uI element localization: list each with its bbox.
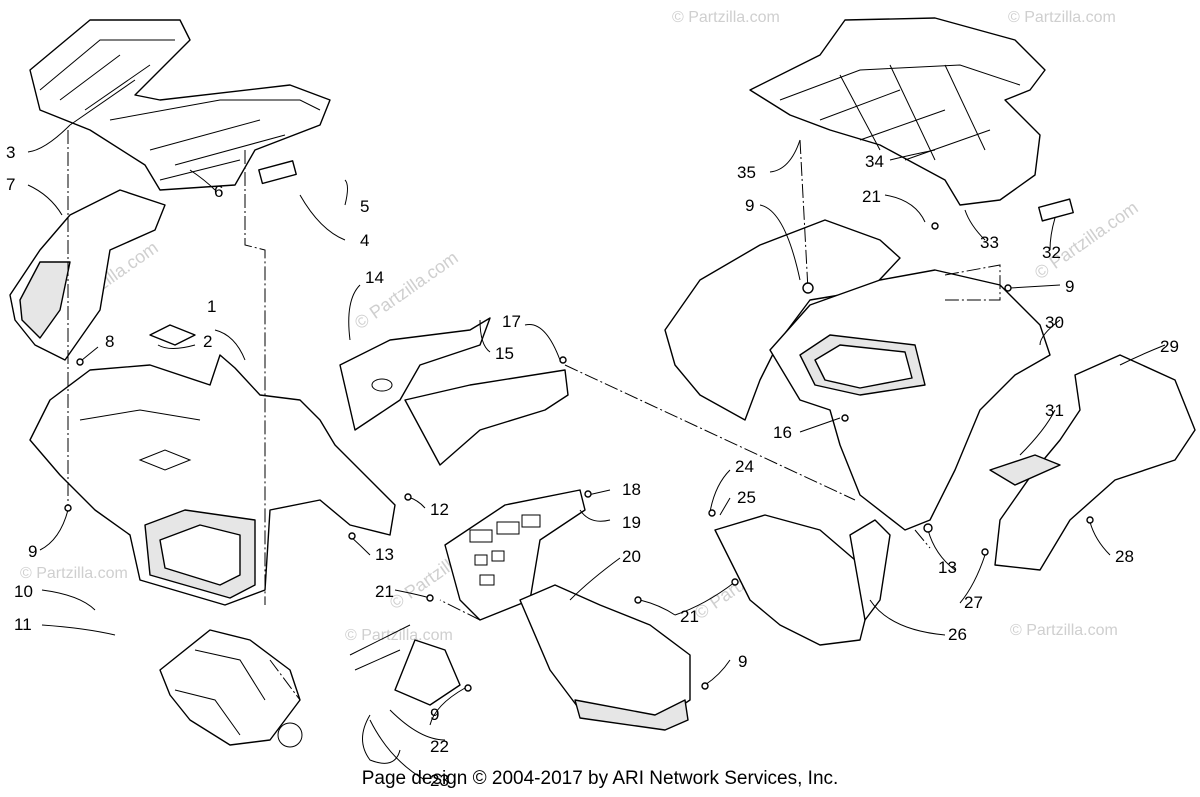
copyright-footer: Page design © 2004-2017 by ARI Network S… xyxy=(361,768,839,789)
callout-21: 21 xyxy=(680,607,699,626)
fasteners xyxy=(64,222,1094,692)
rear-lower-panel xyxy=(714,514,891,646)
callout-33: 33 xyxy=(980,233,999,252)
callout-10: 10 xyxy=(14,582,33,601)
lower-panel xyxy=(519,584,691,731)
callout-24: 24 xyxy=(735,457,754,476)
callout-12: 12 xyxy=(430,500,449,519)
dash-panel xyxy=(444,489,586,621)
callout-13: 13 xyxy=(938,558,957,577)
callout-labels: 3 7 6 5 4 1 2 8 9 10 11 12 13 14 15 17 1… xyxy=(6,143,1179,790)
callout-23: 23 xyxy=(430,771,449,790)
callout-14: 14 xyxy=(365,268,384,287)
callout-9: 9 xyxy=(745,196,754,215)
callout-13: 13 xyxy=(375,545,394,564)
callout-31: 31 xyxy=(1045,401,1064,420)
front-body-panel xyxy=(29,324,396,606)
callout-5: 5 xyxy=(360,197,369,216)
watermark: © Partzilla.com xyxy=(1008,9,1116,26)
callout-18: 18 xyxy=(622,480,641,499)
callout-20: 20 xyxy=(622,547,641,566)
rear-body-panel xyxy=(769,269,1051,531)
callout-30: 30 xyxy=(1045,313,1064,332)
side-panel-15 xyxy=(339,317,569,466)
callout-16: 16 xyxy=(773,423,792,442)
watermark: © Partzilla.com xyxy=(351,247,462,333)
callout-28: 28 xyxy=(1115,547,1134,566)
leader-lines xyxy=(27,124,1166,781)
front-bracket xyxy=(159,629,303,748)
assembly-lines xyxy=(67,130,1001,701)
front-rack xyxy=(29,19,331,191)
callout-9: 9 xyxy=(430,705,439,724)
front-fender-left xyxy=(9,189,166,361)
callout-3: 3 xyxy=(6,143,15,162)
callout-8: 8 xyxy=(105,332,114,351)
callout-4: 4 xyxy=(360,231,369,250)
callout-21: 21 xyxy=(375,582,394,601)
callout-34: 34 xyxy=(865,152,884,171)
callout-21: 21 xyxy=(862,187,881,206)
callout-29: 29 xyxy=(1160,337,1179,356)
watermark: © Partzilla.com xyxy=(345,627,453,644)
callout-2: 2 xyxy=(203,332,212,351)
callout-32: 32 xyxy=(1042,243,1061,262)
callout-19: 19 xyxy=(622,513,641,532)
callout-15: 15 xyxy=(495,344,514,363)
callout-17: 17 xyxy=(502,312,521,331)
callout-6: 6 xyxy=(214,182,223,201)
watermark: © Partzilla.com xyxy=(1010,622,1118,639)
rear-rack xyxy=(749,17,1074,222)
callout-9: 9 xyxy=(28,542,37,561)
callout-35: 35 xyxy=(737,163,756,182)
callout-7: 7 xyxy=(6,175,15,194)
callout-26: 26 xyxy=(948,625,967,644)
callout-9: 9 xyxy=(1065,277,1074,296)
callout-22: 22 xyxy=(430,737,449,756)
watermark: © Partzilla.com xyxy=(672,9,780,26)
callout-1: 1 xyxy=(207,297,216,316)
rear-fender-right xyxy=(989,354,1196,571)
callout-9: 9 xyxy=(738,652,747,671)
watermark: © Partzilla.com xyxy=(20,565,128,582)
callout-27: 27 xyxy=(964,593,983,612)
callout-11: 11 xyxy=(14,615,32,634)
small-bracket xyxy=(349,624,461,764)
callout-25: 25 xyxy=(737,488,756,507)
